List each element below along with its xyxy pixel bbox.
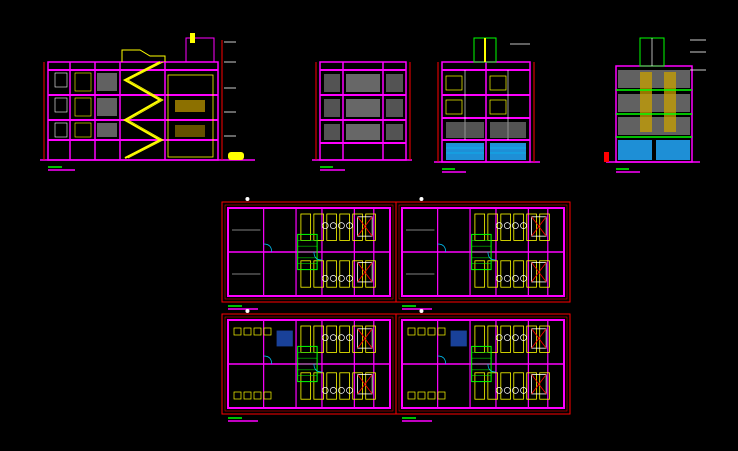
plan-first-floor [395,197,571,310]
plan-ground-floor [221,197,397,310]
section-a-elevation [312,61,412,171]
plan-third-floor [395,309,571,422]
section-b-elevation [434,37,540,173]
side-section-elevation [40,33,255,171]
plan-second-floor [221,309,397,422]
floor-plans-group [221,197,571,422]
front-facade-elevation [604,37,706,173]
